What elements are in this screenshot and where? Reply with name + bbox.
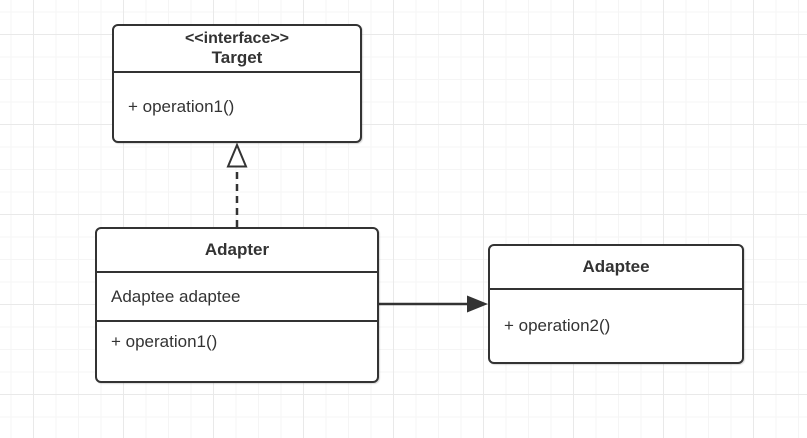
adaptee-method-label: + operation2() [504, 316, 611, 335]
realization-edge-adapter-to-target[interactable] [226, 142, 248, 227]
adapter-attribute-label: Adaptee adaptee [111, 286, 241, 306]
association-edge-adapter-to-adaptee[interactable] [379, 295, 488, 313]
uml-class-target-header: <<interface>> Target [114, 26, 360, 73]
adapter-method-label: + operation1() [111, 332, 218, 351]
uml-class-adapter-header: Adapter [97, 229, 377, 273]
target-method-label: + operation1() [128, 97, 235, 116]
adaptee-class-name: Adaptee [582, 257, 650, 276]
filled-triangle-arrowhead-icon [467, 295, 488, 313]
adapter-class-name: Adapter [204, 240, 270, 259]
target-methods-section: + operation1() [114, 73, 360, 141]
adapter-attributes-section: Adaptee adaptee [97, 273, 377, 322]
uml-class-adapter[interactable]: Adapter Adaptee adaptee + operation1() [95, 227, 379, 383]
hollow-triangle-arrowhead-icon [226, 142, 248, 168]
adapter-methods-section: + operation1() [97, 322, 377, 381]
uml-class-adaptee-header: Adaptee [490, 246, 742, 290]
target-class-name: Target [211, 48, 263, 67]
target-stereotype-label: <<interface>> [184, 30, 290, 47]
uml-class-adaptee[interactable]: Adaptee + operation2() [488, 244, 744, 364]
adaptee-methods-section: + operation2() [490, 290, 742, 362]
uml-class-target[interactable]: <<interface>> Target + operation1() [112, 24, 362, 143]
